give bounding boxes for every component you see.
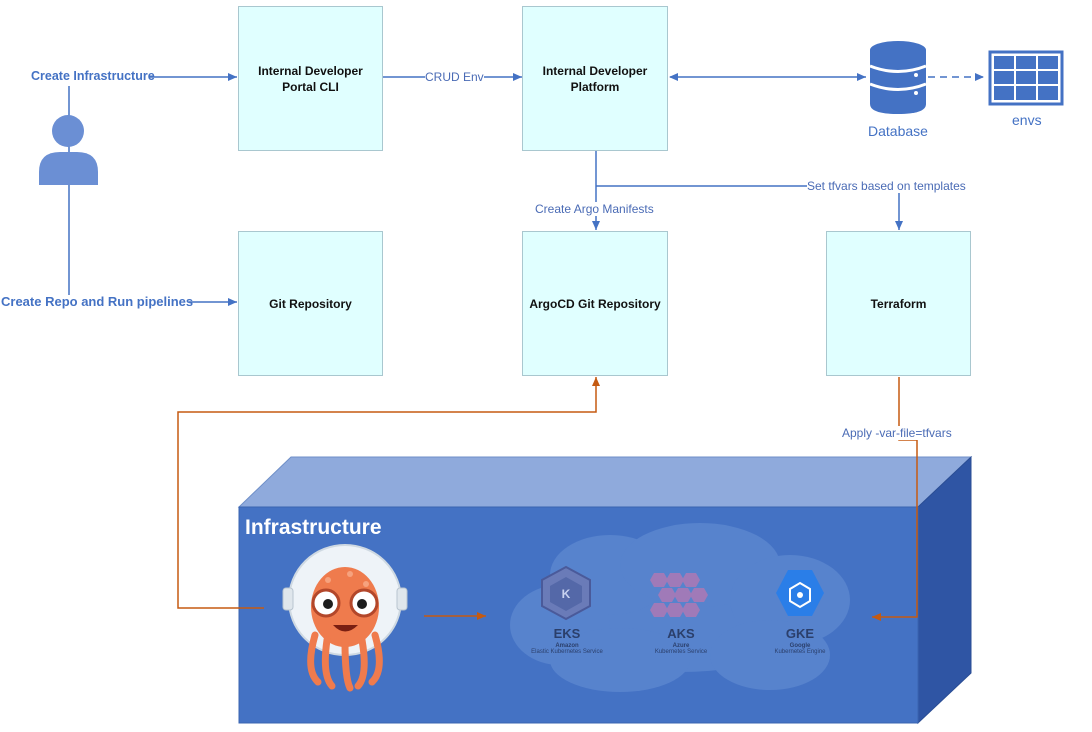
terraform-label: Terraform (870, 296, 927, 311)
aks-icon (650, 573, 708, 617)
argo-mascot-icon (282, 544, 408, 692)
aks-caption: AKS Azure Kubernetes Service (622, 626, 740, 655)
gke-product-label: Kubernetes Engine (774, 649, 826, 655)
argo-sync-arrow (177, 377, 600, 609)
git-repository-label: Git Repository (269, 296, 352, 311)
git-repository-box: Git Repository (238, 231, 383, 376)
gke-icon (776, 570, 824, 616)
create-argo-manifests-label: Create Argo Manifests (535, 202, 654, 216)
aks-short-label: AKS (667, 626, 695, 641)
create-infrastructure-label: Create Infrastructure (31, 69, 155, 83)
apply-var-file-label: Apply -var-file=tfvars (842, 426, 952, 440)
user-icon (39, 115, 98, 185)
gke-vendor-label: Google (789, 643, 811, 649)
crud-env-label: CRUD Env (425, 70, 484, 84)
envs-table-icon (988, 50, 1064, 106)
create-repo-label: Create Repo and Run pipelines (1, 294, 194, 309)
portal-cli-label: Internal Developer Portal CLI (258, 63, 363, 94)
aks-product-label: Kubernetes Service (654, 649, 708, 655)
portal-cli-box: Internal Developer Portal CLI (238, 6, 383, 151)
terraform-box: Terraform (826, 231, 971, 376)
platform-label: Internal Developer Platform (542, 63, 648, 94)
set-tfvars-label: Set tfvars based on templates (807, 179, 966, 193)
eks-caption: EKS Amazon Elastic Kubernetes Service (508, 626, 626, 655)
infrastructure-title: Infrastructure (245, 516, 382, 539)
infrastructure-block-top (237, 456, 973, 508)
gke-caption: GKE Google Kubernetes Engine (741, 626, 859, 655)
svg-text:K: K (562, 587, 571, 601)
eks-short-label: EKS (553, 626, 581, 641)
argocd-repository-box: ArgoCD Git Repository (522, 231, 668, 376)
platform-box: Internal Developer Platform (522, 6, 668, 151)
eks-icon: K (541, 565, 591, 621)
envs-label: envs (1012, 112, 1042, 128)
argocd-repository-label: ArgoCD Git Repository (529, 296, 661, 311)
database-icon (869, 41, 927, 114)
eks-product-label: Elastic Kubernetes Service (531, 649, 603, 655)
aks-vendor-label: Azure (672, 643, 690, 649)
database-label: Database (868, 123, 928, 139)
eks-vendor-label: Amazon (555, 643, 579, 649)
terraform-apply-arrow (872, 377, 918, 621)
gke-short-label: GKE (785, 626, 815, 641)
